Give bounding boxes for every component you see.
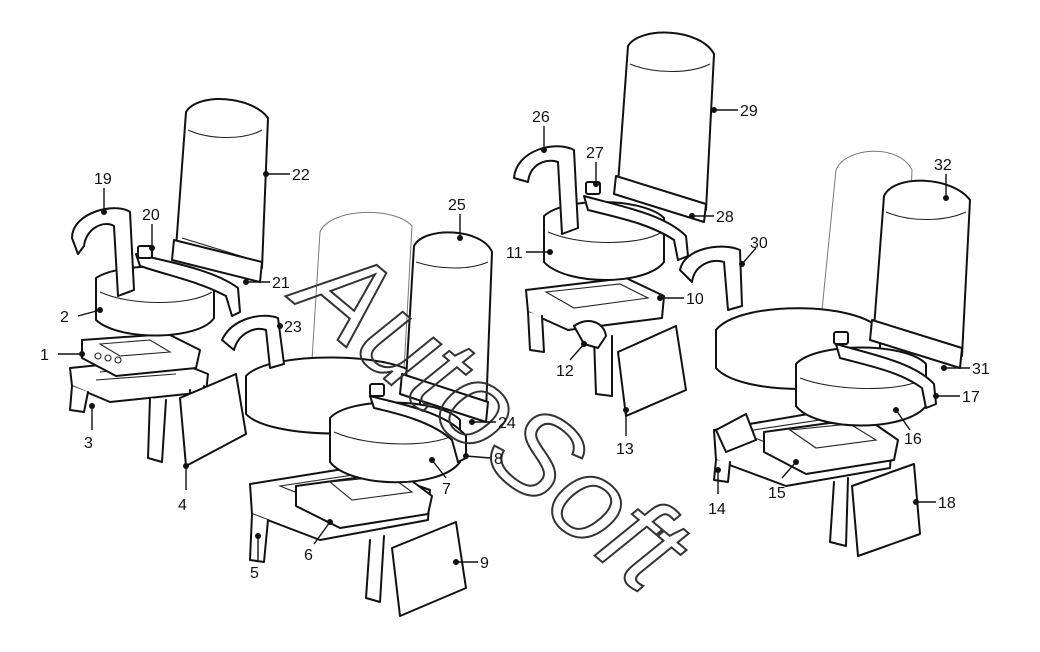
seat-assembly-b	[179, 211, 493, 617]
callout-15: 15	[768, 485, 786, 502]
callout-24: 24	[498, 415, 516, 432]
callout-18: 18	[938, 495, 956, 512]
callout-3: 3	[84, 435, 93, 452]
callout-20: 20	[142, 207, 160, 224]
callout-8: 8	[494, 451, 503, 468]
callout-6: 6	[304, 547, 313, 564]
callout-16: 16	[904, 431, 922, 448]
callout-32: 32	[934, 157, 952, 174]
callout-13: 13	[616, 441, 634, 458]
callout-26: 26	[532, 109, 550, 126]
callout-19: 19	[94, 171, 112, 188]
seat-assembly-d	[679, 150, 971, 557]
callout-29: 29	[740, 103, 758, 120]
callout-22: 22	[292, 167, 310, 184]
callout-7: 7	[442, 481, 451, 498]
callout-30: 30	[750, 235, 768, 252]
callout-11: 11	[506, 245, 523, 262]
callout-25: 25	[448, 197, 466, 214]
callout-10: 10	[686, 291, 704, 308]
callout-2: 2	[60, 309, 69, 326]
callout-17: 17	[962, 389, 980, 406]
callouts: 1 2 3 4 5 6 7 8 9 10 11 12 13	[40, 103, 990, 582]
callout-1: 1	[40, 347, 49, 364]
callout-23: 23	[284, 319, 302, 336]
callout-14: 14	[708, 501, 726, 518]
callout-31: 31	[972, 361, 990, 378]
callout-9: 9	[480, 555, 489, 572]
callout-4: 4	[178, 497, 187, 514]
callout-21: 21	[272, 275, 290, 292]
callout-27: 27	[586, 145, 604, 162]
callout-5: 5	[250, 565, 259, 582]
seat-assembly-c	[513, 31, 715, 417]
callout-12: 12	[556, 363, 574, 380]
callout-28: 28	[716, 209, 734, 226]
seat-assembly-a	[69, 98, 269, 463]
